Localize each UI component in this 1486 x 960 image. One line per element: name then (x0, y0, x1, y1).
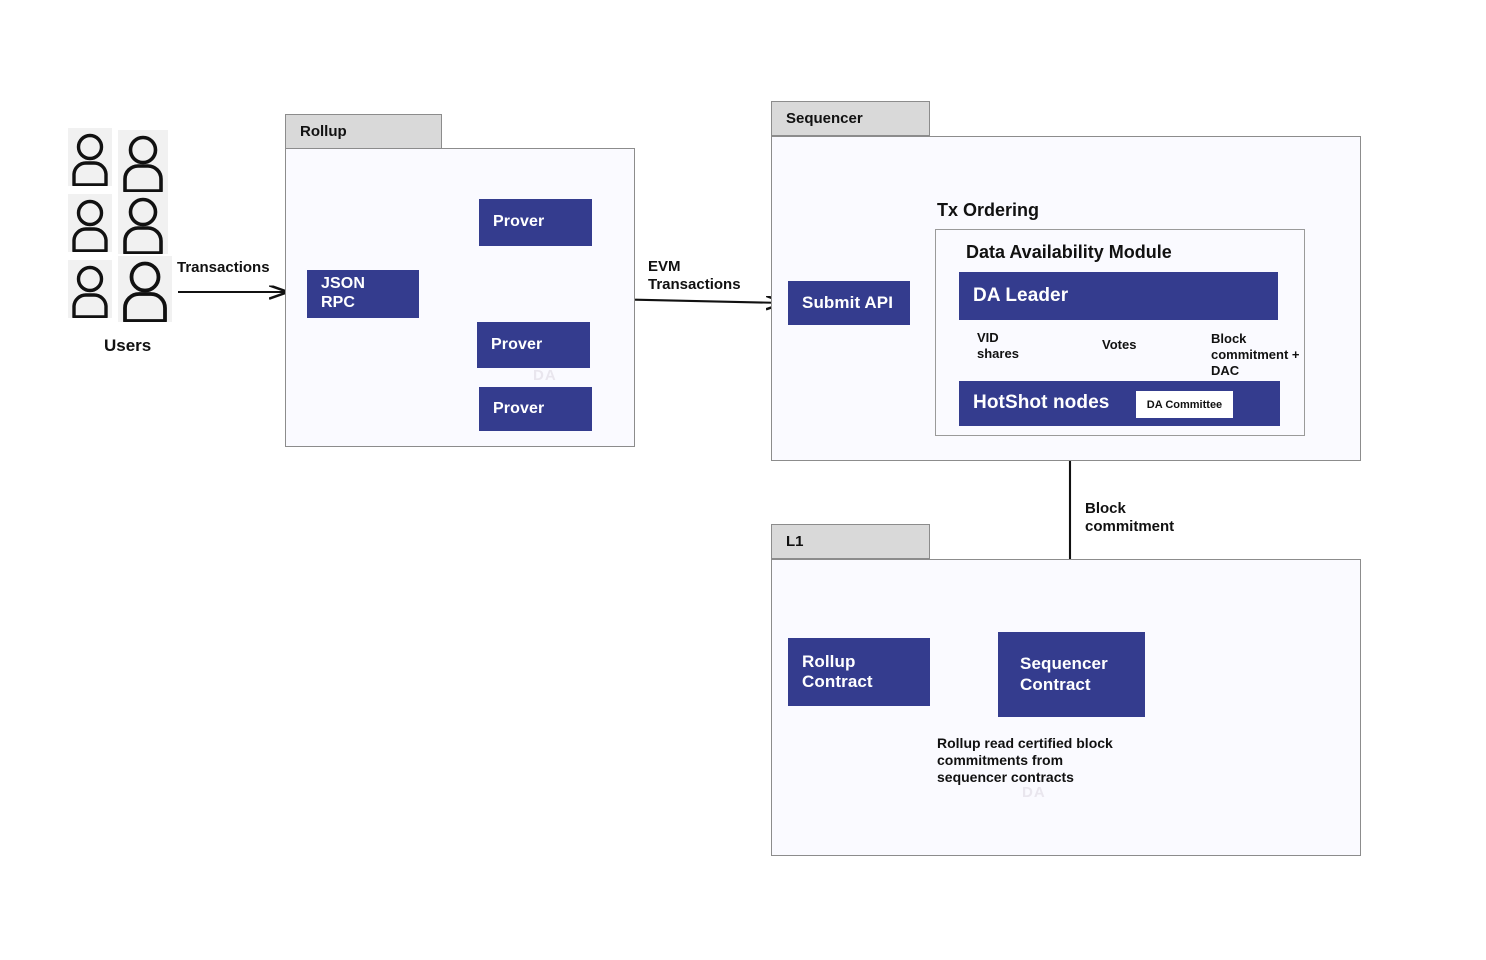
person-icon (72, 199, 108, 252)
tx-ordering-label: Tx Ordering (937, 200, 1040, 220)
edge-label-evm-transactions: EVM Transactions (648, 258, 741, 294)
person-icon (123, 135, 163, 192)
rollup-package-tab: Rollup (285, 114, 442, 149)
l1-package-tab: L1 (771, 524, 930, 559)
da-leader-node[interactable]: DA Leader (959, 272, 1278, 320)
rollup-contract-node[interactable]: Rollup Contract (788, 638, 930, 706)
l1-package-tab-label: L1 (786, 533, 804, 550)
person-icon (123, 261, 167, 322)
da-committee-chip[interactable]: DA Committee (1136, 391, 1233, 418)
submit-api-node[interactable]: Submit API (788, 281, 910, 325)
user-icon-cell (68, 194, 112, 252)
prover-node-3[interactable]: Prover (479, 387, 592, 431)
person-icon (72, 133, 108, 186)
prover-node-2[interactable]: Prover (477, 322, 590, 368)
user-icon-cell (118, 256, 172, 322)
l1-note: Rollup read certified block commitments … (937, 735, 1113, 786)
l1-watermark: DA (1022, 784, 1046, 801)
user-icon-cell (118, 130, 168, 192)
rollup-package-tab-label: Rollup (300, 123, 347, 140)
person-icon (72, 265, 108, 318)
edge-label-block-commitment-dac: Block commitment + DAC (1211, 331, 1300, 378)
json-rpc-node[interactable]: JSON RPC (307, 270, 419, 318)
prover-node-1[interactable]: Prover (479, 199, 592, 246)
person-icon (123, 197, 163, 254)
users-caption: Users (104, 336, 152, 355)
edge-label-votes: Votes (1102, 337, 1137, 352)
user-icon-cell (118, 192, 168, 254)
sequencer-package-tab: Sequencer (771, 101, 930, 136)
edge-label-transactions: Transactions (177, 259, 270, 276)
edge-label-block-commitment: Block commitment (1085, 500, 1175, 536)
user-icon-cell (68, 128, 112, 186)
sequencer-package-tab-label: Sequencer (786, 110, 863, 127)
da-module-title: Data Availability Module (966, 242, 1172, 262)
rollup-watermark: DA (533, 367, 557, 384)
tx-ordering-group (935, 229, 1305, 436)
user-icon-cell (68, 260, 112, 318)
sequencer-contract-node[interactable]: Sequencer Contract (998, 632, 1145, 717)
edge-label-vid-shares: VID shares (977, 330, 1019, 361)
